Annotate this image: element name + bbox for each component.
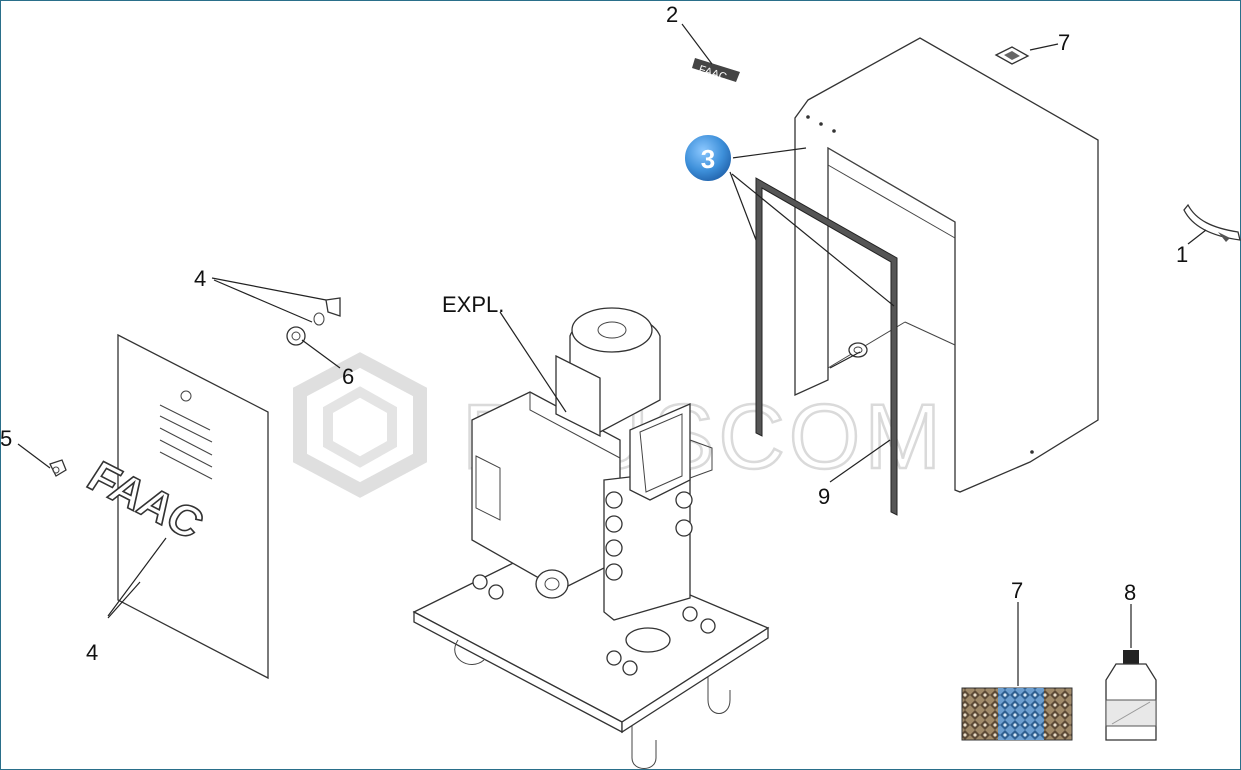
callout-7-bottom: 7 <box>1011 578 1023 603</box>
callout-4-top: 4 <box>194 266 206 291</box>
clip-part-7 <box>994 46 1030 65</box>
front-cover-plate: FAAC <box>78 333 269 680</box>
callout-8: 8 <box>1124 580 1136 605</box>
handle-part-1 <box>1183 203 1241 242</box>
hydraulic-unit <box>412 307 770 769</box>
cover-housing <box>794 37 1099 493</box>
lock-parts <box>286 297 341 346</box>
leader-lines <box>17 23 1207 686</box>
logo-badge-part-2: FAAC <box>692 58 740 84</box>
callout-9: 9 <box>818 484 830 509</box>
gasket <box>755 177 898 516</box>
callout-7-top: 7 <box>1058 30 1070 55</box>
callout-6: 6 <box>342 364 354 389</box>
callout-3: 3 <box>701 144 715 174</box>
callout-2: 2 <box>666 2 678 27</box>
callout-1: 1 <box>1176 242 1188 267</box>
filter-fabric-part-7 <box>961 687 1073 741</box>
oil-bottle-part-8 <box>1105 650 1157 741</box>
screw-part-5 <box>49 459 67 477</box>
callout-expl: EXPL. <box>442 292 504 317</box>
svg-text:FAAC: FAAC <box>697 63 728 83</box>
callout-5: 5 <box>0 426 12 451</box>
highlight-badge-3[interactable]: 3 <box>683 133 733 183</box>
callout-4-bottom: 4 <box>86 640 98 665</box>
